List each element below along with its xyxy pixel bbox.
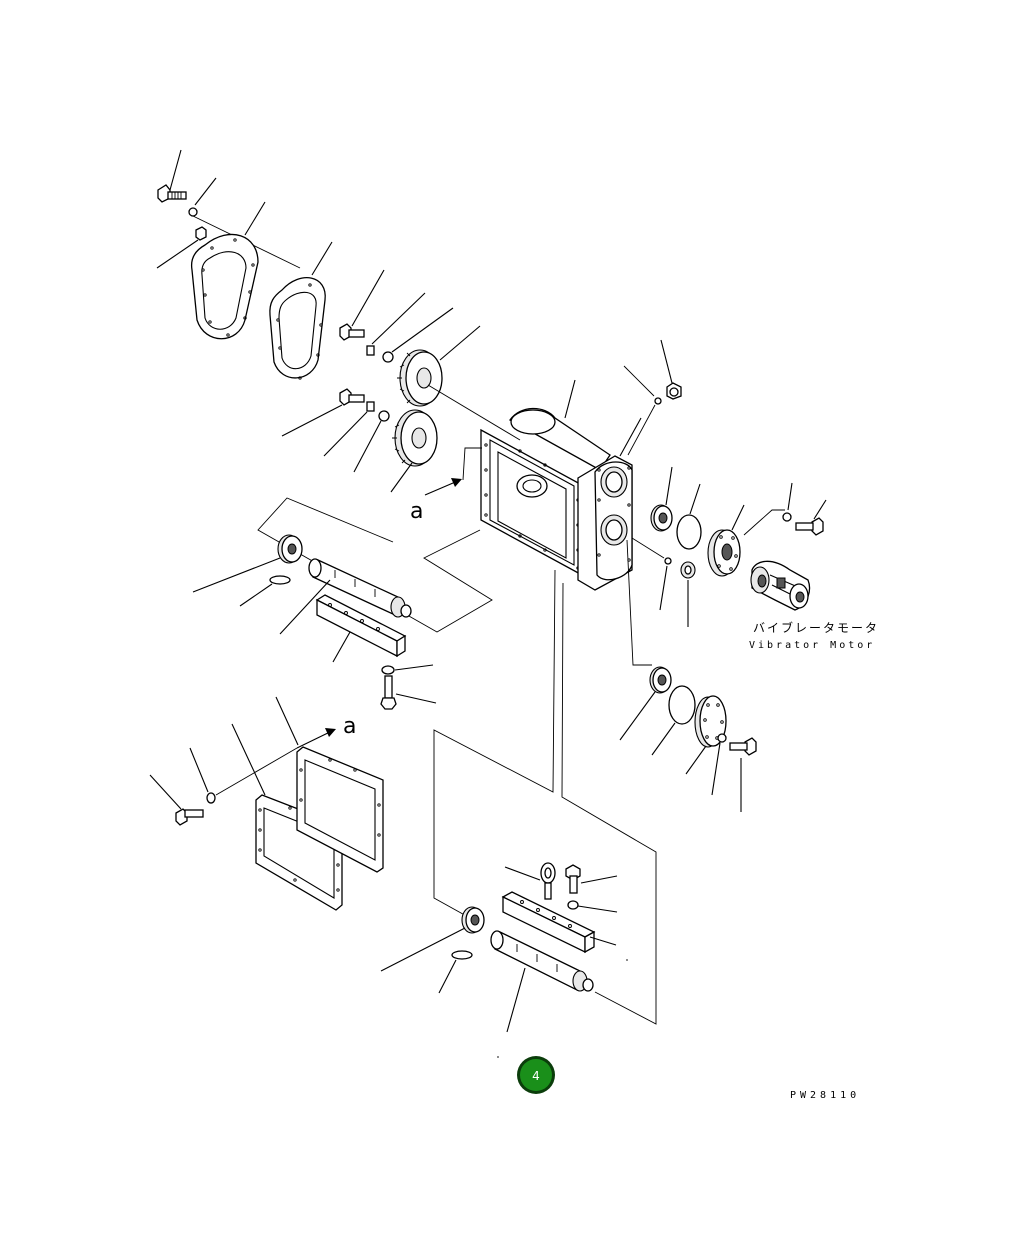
bolt-cover: [175, 808, 204, 826]
gear-housing: [480, 379, 642, 591]
shaft-lower: [490, 930, 594, 992]
block-lower: [501, 891, 596, 954]
motor-flange: [707, 529, 741, 577]
leader-lines-center: [433, 569, 657, 1025]
bearing-right-upper: [650, 504, 673, 532]
bearing-lower: [461, 906, 485, 934]
o-ring-small-top: [654, 397, 662, 405]
rect-gasket: [296, 746, 384, 873]
view-marker-a-upper: a: [410, 499, 423, 524]
motor-label-en: Vibrator Motor: [749, 640, 875, 651]
o-ring-large-lower: [668, 685, 696, 725]
bolt-top-left: [157, 184, 187, 203]
washer-lower-block: [567, 900, 579, 910]
washer-upper: [382, 351, 394, 363]
sprocket-upper: [397, 349, 443, 407]
vibrator-motor: [750, 560, 811, 611]
bearing-left: [277, 534, 303, 564]
housing-bore-lower: [600, 514, 628, 546]
view-arrow-lower: a: [296, 714, 356, 749]
end-cover-lower: [694, 695, 727, 748]
sprocket-group-lower: [281, 384, 521, 493]
oval-cover: [190, 233, 259, 340]
left-shaft-group: [192, 497, 493, 710]
sprocket-lower: [392, 409, 438, 467]
snap-ring-left: [269, 575, 291, 585]
snap-ring-lower: [451, 950, 473, 960]
sprocket-group-upper: [339, 269, 481, 407]
bearing-right-lower: [649, 666, 672, 694]
lock-plate-upper: [366, 345, 375, 356]
bolt-lower-right: [729, 737, 757, 756]
housing-bore-upper: [600, 466, 628, 498]
view-marker-a-lower: a: [343, 714, 356, 739]
bolt-motor: [795, 517, 824, 536]
right-upper-parts: バイブレータモータ Vibrator Motor: [623, 339, 879, 651]
bolt-upper: [339, 323, 365, 341]
plug-top: [666, 382, 682, 400]
oval-gasket: [269, 277, 326, 380]
rect-cover-group: a: [149, 696, 384, 911]
motor-label-jp: バイブレータモータ: [753, 620, 879, 635]
bolt-lower-block: [565, 864, 581, 894]
o-ring-large-upper: [676, 514, 702, 550]
washer-motor: [782, 512, 792, 522]
shaft-left: [308, 558, 412, 618]
o-ring-small-mid: [664, 557, 672, 565]
page-badge-number: 4: [532, 1069, 540, 1083]
view-arrow-upper: a: [410, 447, 482, 524]
washer-lower-right: [717, 733, 727, 743]
lower-shaft-group: [380, 862, 628, 1058]
washer-left-block: [381, 665, 395, 675]
right-lower-parts: [619, 539, 757, 812]
washer-top-left: [188, 207, 198, 217]
lock-plate-lower: [366, 401, 375, 412]
block-left: [315, 594, 407, 658]
drawing-number: PW28110: [790, 1090, 860, 1101]
plug-mid: [680, 561, 696, 579]
oval-cover-group: [156, 149, 333, 380]
eye-bolt: [540, 862, 556, 900]
bolt-lower: [339, 388, 365, 406]
bolt-vertical-left: [380, 675, 397, 710]
nut-top-left: [195, 226, 207, 241]
washer-cover: [206, 792, 216, 804]
page-badge[interactable]: 4: [517, 1056, 555, 1094]
washer-lower: [378, 410, 390, 422]
